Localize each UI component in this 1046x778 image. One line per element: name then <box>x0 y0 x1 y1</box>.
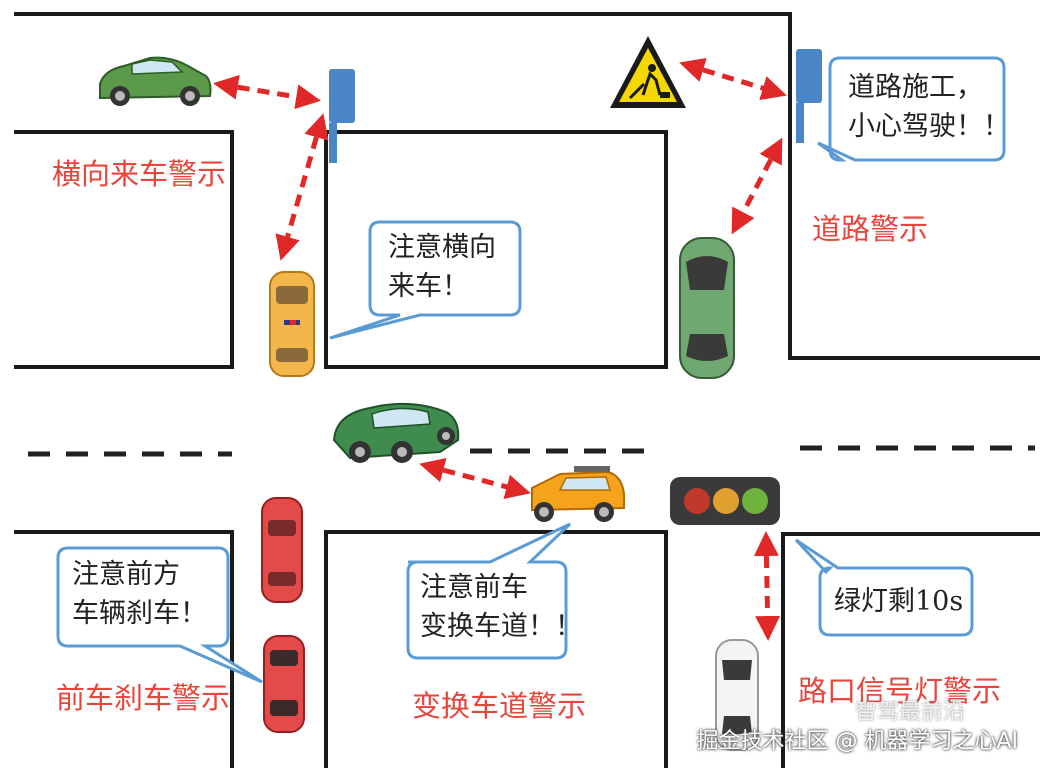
bubble-lane-change-line1: 注意前车 <box>420 572 528 603</box>
watermark-brand: 智驾最前沿 <box>855 700 966 725</box>
bubble-green-light <box>794 538 974 637</box>
traffic-light-icon <box>670 477 780 525</box>
label-lane-change: 变换车道警示 <box>412 689 587 723</box>
road-edges <box>14 12 1040 768</box>
label-cross-traffic: 横向来车警示 <box>52 157 227 191</box>
label-traffic-light: 路口信号灯警示 <box>798 674 1002 708</box>
lane-dashes <box>28 445 1035 457</box>
car-orange-suv <box>531 466 625 522</box>
car-yellow-vertical <box>269 271 315 377</box>
bubble-cross-traffic <box>329 220 522 340</box>
bubble-construction <box>817 56 1006 162</box>
road-work-sign-icon <box>610 36 686 108</box>
car-green-top-left <box>99 56 212 106</box>
bubble-front-brake-line2: 车辆刹车！ <box>72 598 207 630</box>
bubble-front-brake-text: 注意前方 车辆刹车！ <box>72 555 207 633</box>
bubble-green-light-text: 绿灯剩10s <box>834 582 963 621</box>
bubble-cross-traffic-line1: 注意横向 <box>388 232 496 263</box>
bubble-cross-traffic-line2: 来车！ <box>388 271 469 303</box>
car-green-beetle <box>332 402 460 463</box>
bubble-lane-change <box>406 522 572 660</box>
car-red-upper <box>261 497 303 603</box>
bubble-cross-traffic-text: 注意横向 来车！ <box>388 228 496 306</box>
bubble-green-light-line1: 绿灯剩10s <box>834 586 964 617</box>
label-front-brake: 前车刹车警示 <box>56 681 231 715</box>
bubble-construction-line1: 道路施工， <box>848 72 983 103</box>
bubble-front-brake <box>56 546 263 684</box>
communication-arrows <box>213 57 787 641</box>
roadside-unit-left <box>329 69 355 163</box>
car-red-lower <box>263 635 305 733</box>
bubble-construction-line2: 小心驾驶！！ <box>848 111 1010 143</box>
car-green-vertical <box>679 237 735 379</box>
label-road-warning: 道路警示 <box>812 212 929 246</box>
roadside-unit-right <box>796 49 822 143</box>
bubble-front-brake-line1: 注意前方 <box>72 559 180 590</box>
watermark-text: 掘金技术社区 @ 机器学习之心AI <box>696 729 1018 754</box>
car-white <box>715 639 759 751</box>
bubble-lane-change-text: 注意前车 变换车道！！ <box>420 568 582 646</box>
bubble-lane-change-line2: 变换车道！！ <box>420 611 582 643</box>
bubble-construction-text: 道路施工， 小心驾驶！！ <box>848 68 1010 146</box>
